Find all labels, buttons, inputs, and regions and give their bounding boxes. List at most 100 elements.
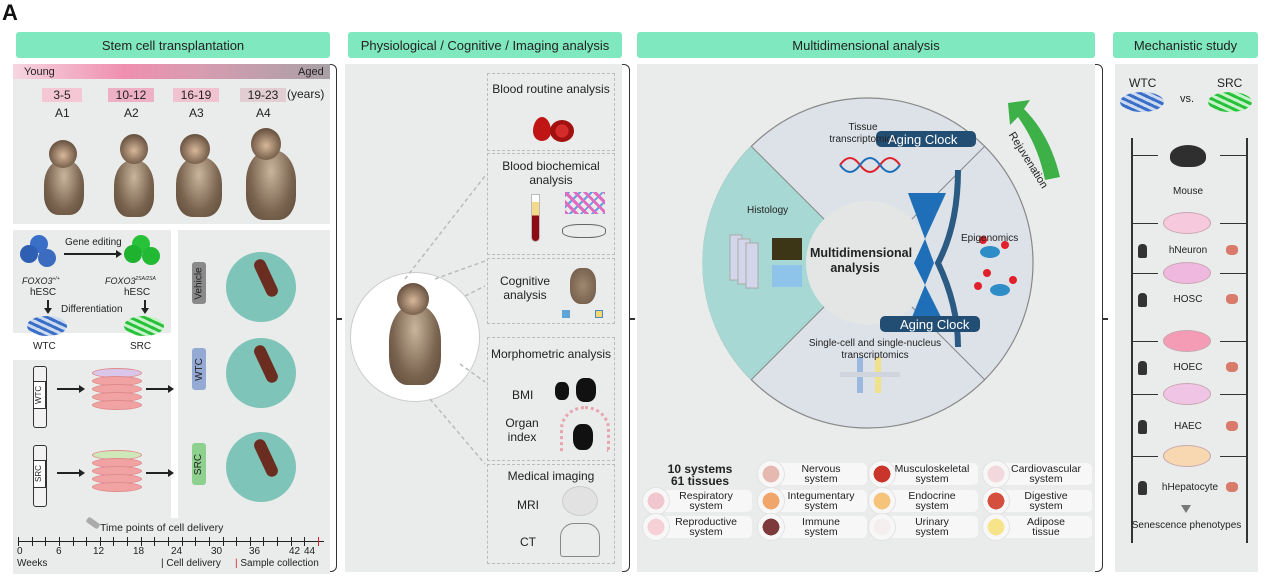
age-gradient-bar bbox=[13, 64, 330, 79]
human-donor-icon bbox=[1138, 244, 1147, 258]
age-range-a2: 10-12 bbox=[108, 88, 154, 102]
monkey-silhouette-small-icon bbox=[555, 382, 569, 400]
arrow-dish-to-group-wtc bbox=[146, 385, 174, 392]
branch-arrow bbox=[1132, 155, 1158, 156]
cell-delivery-tick bbox=[222, 537, 224, 546]
group-src-label: SRC bbox=[192, 443, 206, 485]
tick-24: 24 bbox=[171, 546, 183, 557]
brain-mri-icon bbox=[562, 486, 598, 516]
system-item-label: Endocrine bbox=[908, 489, 956, 502]
timeline-title: Time points of cell delivery bbox=[100, 522, 224, 534]
organ-icon bbox=[982, 513, 1010, 541]
gradient-young-label: Young bbox=[24, 66, 55, 78]
system-item-label: Reproductive bbox=[675, 515, 737, 528]
system-item-label: Integumentary bbox=[787, 489, 855, 502]
cell-delivery-tick bbox=[168, 537, 169, 546]
system-item-label: system bbox=[689, 526, 723, 538]
tick-44: 44 bbox=[304, 546, 316, 557]
organ-tissue-icon bbox=[1226, 482, 1238, 492]
senescence-label: Senescence phenotypes bbox=[1131, 520, 1242, 531]
group-a3: A3 bbox=[189, 106, 204, 120]
tick-12: 12 bbox=[93, 546, 105, 557]
foxo3-2sa-gene: FOXO3 bbox=[105, 276, 136, 286]
organ-tissue-icon bbox=[1226, 421, 1238, 431]
organ-icon bbox=[642, 513, 670, 541]
system-item-label: system bbox=[689, 500, 723, 512]
header-multidimensional-analysis: Multidimensional analysis bbox=[637, 32, 1095, 58]
panel-letter: A bbox=[2, 0, 18, 25]
organ-icon bbox=[868, 513, 896, 541]
timeline-panel bbox=[13, 518, 330, 574]
mechanistic-panel bbox=[1115, 64, 1258, 572]
hesc-left-label: hESC bbox=[30, 287, 57, 298]
hesc-wildtype-cluster-icon bbox=[20, 235, 58, 269]
branch-arrow bbox=[1132, 273, 1158, 274]
ct-label: CT bbox=[520, 535, 536, 549]
branch-arrow bbox=[1132, 456, 1158, 457]
section-brace-3 bbox=[1095, 64, 1108, 572]
legend-cell-delivery-text: Cell delivery bbox=[166, 558, 221, 569]
model-hoec-label: HOEC bbox=[1173, 362, 1203, 373]
blood-biochemical-box bbox=[487, 153, 615, 255]
aging-clock-top-bar bbox=[876, 131, 976, 147]
system-item-label: system bbox=[915, 526, 949, 538]
mouse-icon bbox=[1170, 145, 1206, 167]
aging-clock-bottom-label: Aging Clock bbox=[900, 317, 970, 332]
age-range-a4: 19-23 bbox=[240, 88, 286, 102]
src-vial-icon: SRC bbox=[33, 445, 47, 507]
wtc-flow-line bbox=[1131, 138, 1133, 543]
hesc-right-label: hESC bbox=[124, 287, 151, 298]
system-item-label: system bbox=[804, 526, 838, 538]
organ-icon bbox=[642, 487, 670, 515]
organ-icon bbox=[757, 460, 785, 488]
cell-delivery-tick bbox=[263, 537, 265, 546]
organ-icon bbox=[982, 460, 1010, 488]
cell-delivery-tick bbox=[58, 537, 60, 546]
monkey-portrait-circle bbox=[350, 272, 480, 402]
wtc-label: WTC bbox=[33, 341, 56, 352]
foxo3-2sa-label: FOXO32SA/2SA bbox=[105, 276, 156, 286]
human-donor-icon bbox=[1138, 361, 1147, 375]
human-donor-icon bbox=[1138, 420, 1147, 434]
histology-slides-icon bbox=[729, 234, 802, 289]
single-cell-chip-icon bbox=[840, 357, 900, 393]
wheel-center bbox=[806, 201, 930, 325]
monkey-organ-index-icon bbox=[573, 424, 593, 450]
branch-arrow bbox=[1220, 155, 1246, 156]
system-item-label: Respiratory bbox=[679, 489, 733, 502]
group-wtc-label: WTC bbox=[192, 348, 206, 390]
test-tube-icon bbox=[531, 194, 540, 242]
section-brace-2 bbox=[622, 64, 635, 572]
branch-arrow bbox=[1220, 456, 1246, 457]
rejuvenation-arrow-icon bbox=[1008, 100, 1060, 180]
differentiation-arrow-left bbox=[44, 300, 51, 314]
analysis-wheel bbox=[702, 97, 1034, 429]
hoec-dish-icon bbox=[1163, 330, 1211, 352]
red-blood-cells-icon bbox=[550, 120, 574, 142]
foxo3-wt-gene: FOXO3 bbox=[22, 276, 53, 286]
src-label: SRC bbox=[130, 341, 152, 352]
system-item-label: Cardiovascular bbox=[1010, 462, 1082, 475]
dna-helix-icon bbox=[839, 157, 901, 173]
model-hosc-label: HOSC bbox=[1173, 294, 1203, 305]
arrow-vial-to-dish-wtc bbox=[57, 385, 85, 392]
blood-routine-title: Blood routine analysis bbox=[492, 82, 610, 96]
wtc-vial-icon: WTC bbox=[33, 366, 47, 428]
mech-src-cells-icon bbox=[1208, 92, 1252, 112]
section-brace bbox=[329, 64, 342, 572]
test-panel-yellow-icon bbox=[595, 310, 603, 318]
cognitive-title: Cognitive analysis bbox=[499, 274, 551, 302]
system-item-label: system bbox=[1029, 473, 1063, 485]
wtc-dish-stack-icon bbox=[92, 368, 142, 410]
monkey-cognitive-icon bbox=[570, 268, 596, 304]
branch-arrow bbox=[1132, 394, 1158, 395]
group-a4: A4 bbox=[256, 106, 271, 120]
morphometric-box bbox=[487, 337, 615, 461]
group-vehicle-label: Vehicle bbox=[192, 262, 206, 304]
aging-clock-top-label: Aging Clock bbox=[888, 132, 958, 147]
monkey-silhouette-large-icon bbox=[576, 378, 596, 402]
legend-cell-delivery: | Cell delivery bbox=[161, 558, 221, 569]
tick-30: 30 bbox=[211, 546, 223, 557]
